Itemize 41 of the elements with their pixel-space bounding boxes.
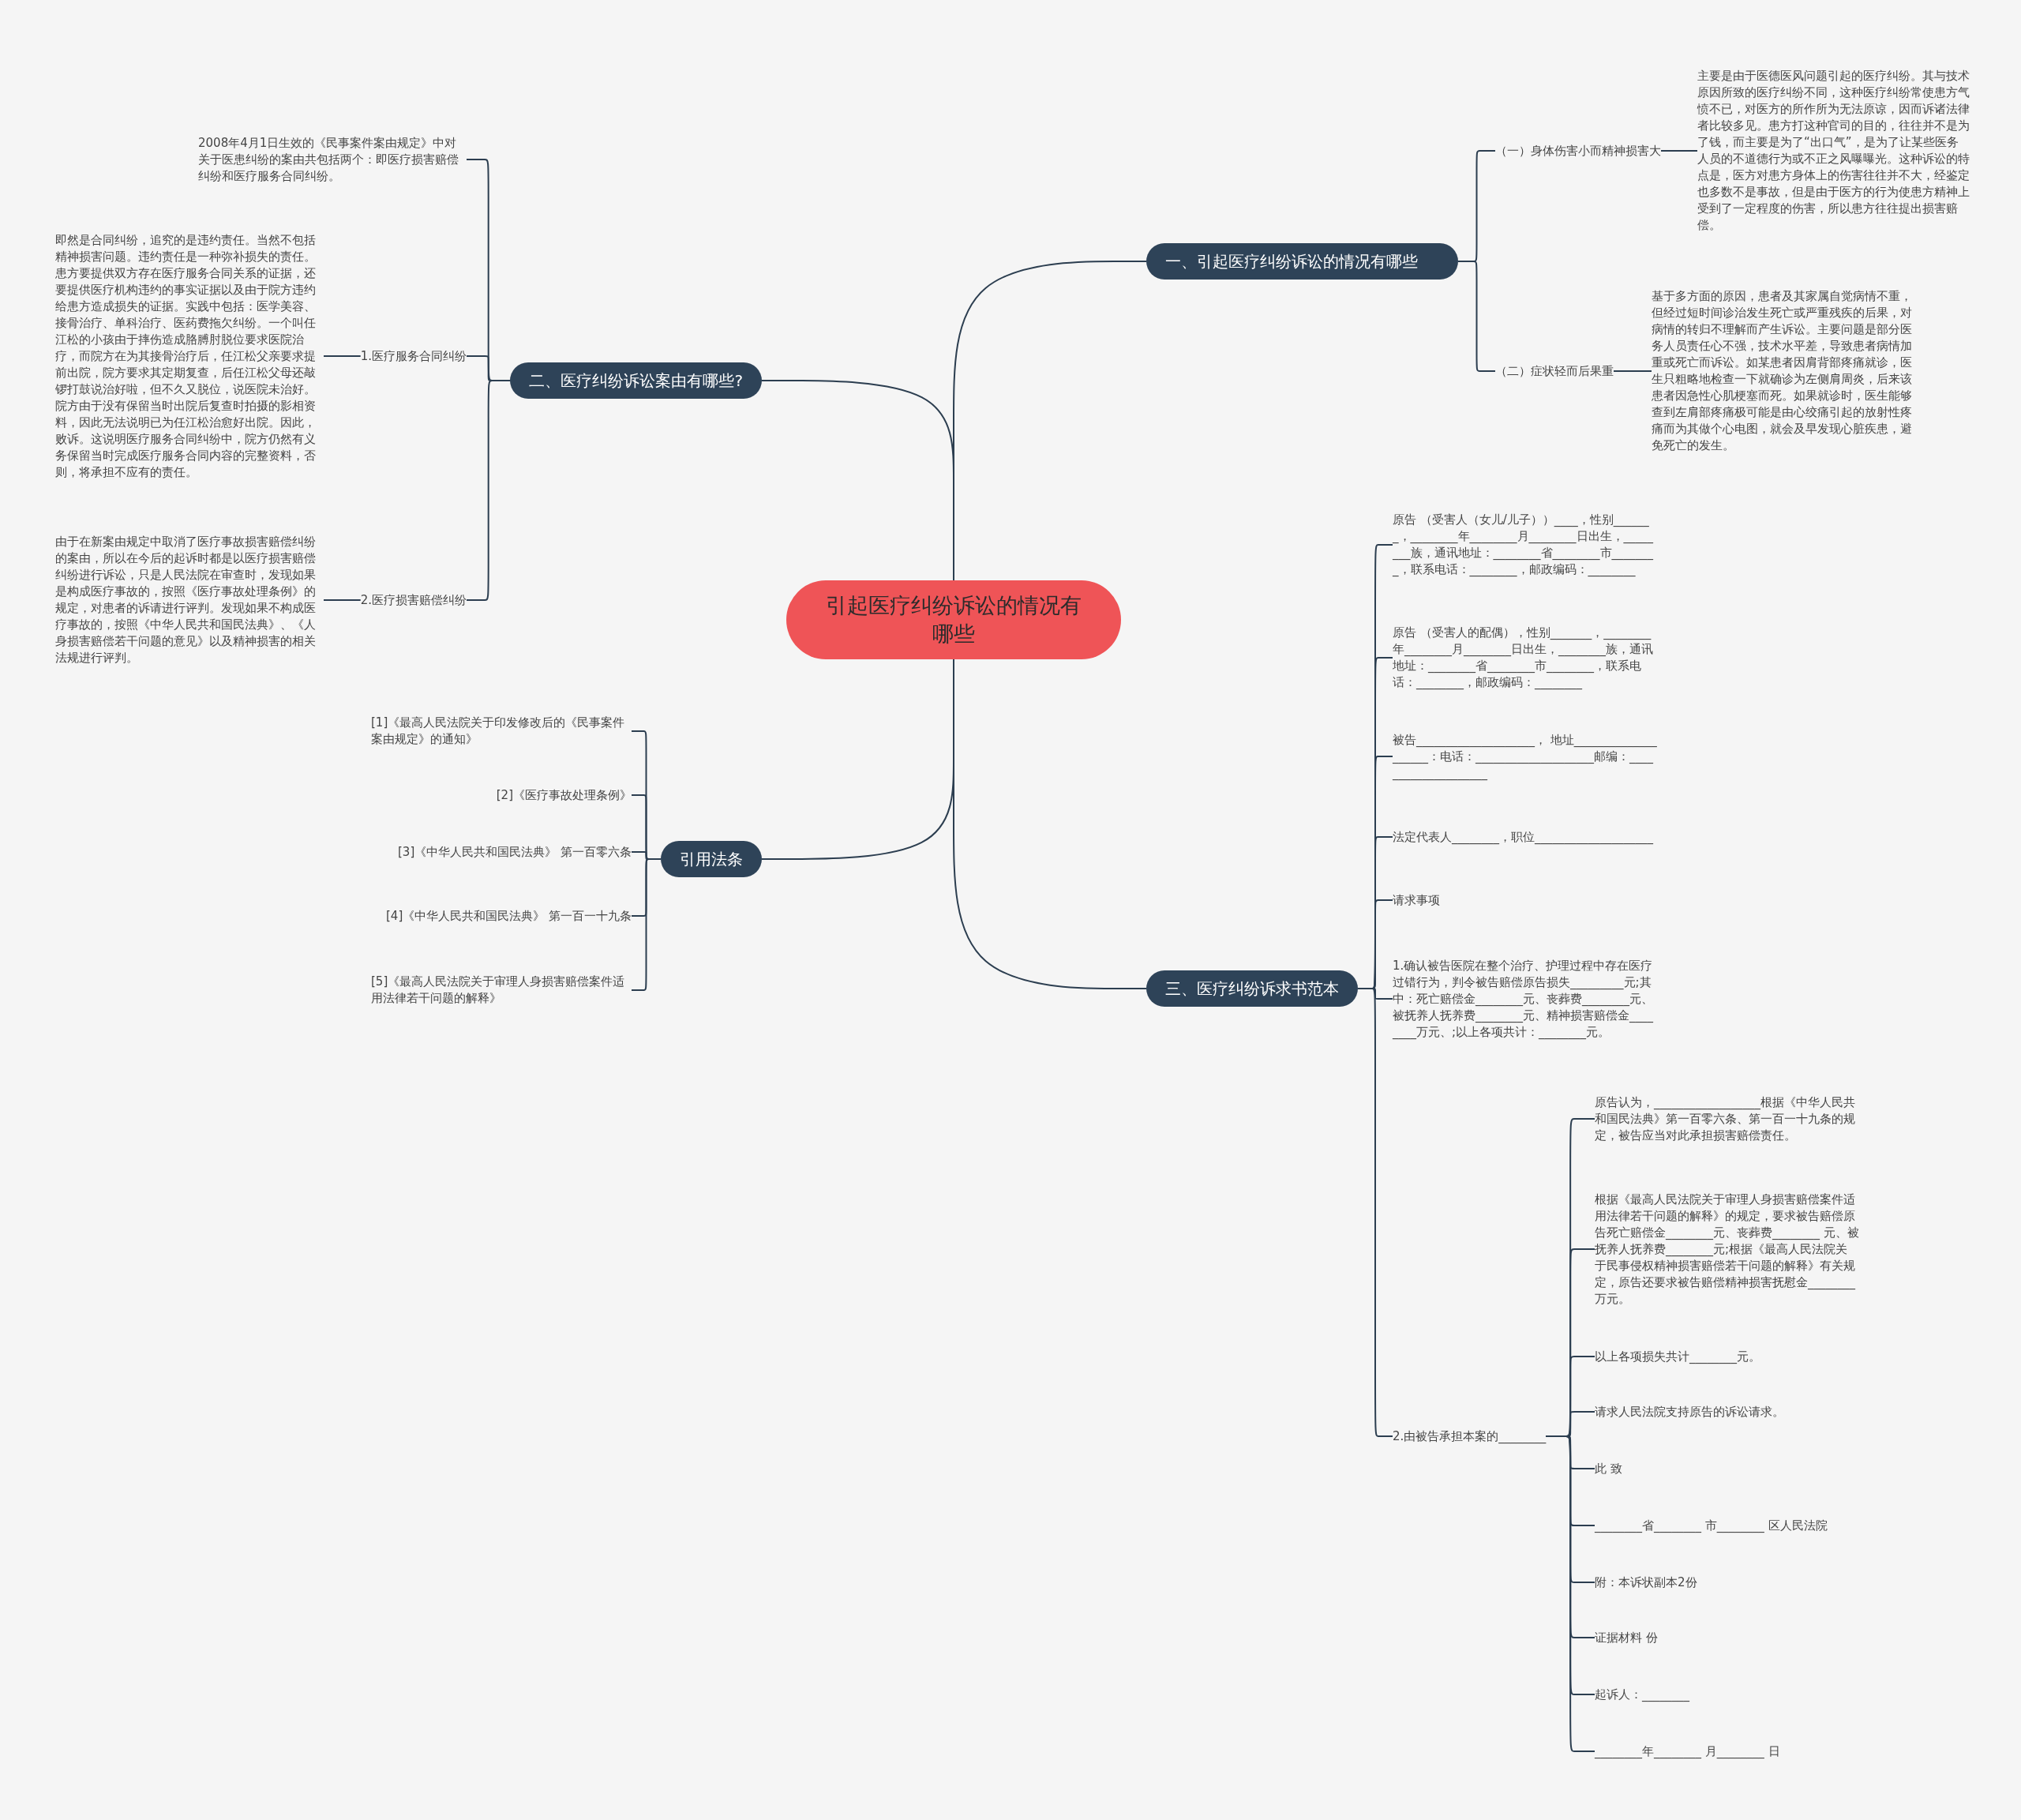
note-text: 基于多方面的原因，患者及其家属自觉病情不重，但经过短时间诊治发生死亡或严重残疾的后果，对病情的转归不理解而产生诉讼。主要问题是部分医务人员责任心不强，技术水平差，导致患者病情加重或死亡而诉讼。如某患者因肩背部疼痛就诊，医生只粗略地检查一下就确诊为左侧肩周炎，后来该患者因急性心肌梗塞而死。如果就诊时，医生能够查到左肩部疼痛极可能是由心绞痛引起的放射性疼痛而为其做个心电图，就会及早发现心脏疾患，避免死亡的发生。 [1652,288,1920,454]
connector-line [323,355,362,357]
form-text: 附：本诉状副本2份 [1595,1574,1859,1591]
form-text: 起诉人：________ [1595,1686,1859,1703]
reference-text: [3]《中华人民共和国民法典》 第一百零六条 [398,843,632,861]
connector-line [1457,261,1496,372]
connector-line [1660,150,1698,152]
subtopic-label: （二）症状轻而后果重 [1495,362,1614,380]
note-text: 主要是由于医德医风问题引起的医疗纠纷。其与技术原因所致的医疗纠纷不同，这种医疗纠纷常使患方气愤不已，对医方的所作所为无法原谅，因而诉诸法律者比较多见。患方打这种官司的目的，往往并不是为了钱，而主要是为了“出口气”，是为了让某些医务人员的不道德行为或不正之风曝曝光。这种诉讼的特点是，医方对患方身体上的伤害往往并不大，经鉴定也多数不是事故，但是由于医方的行为使患方精神上受到了一定程度的伤害，所以患方往往提出损害赔偿。 [1697,68,1970,234]
branch-topic: 引用法条 [661,841,762,877]
note-text: 由于在新案由规定中取消了医疗事故损害赔偿纠纷的案由，所以在今后的起诉时都是以医疗损害赔偿纠纷进行诉讼，只是人民法院在审查时，发现如果是构成医疗事故的，按照《医疗事故处理条例》的规定，对患者的诉请进行评判。发现如果不构成医疗事故的，按照《中华人民共和国民法典》、《人身损害赔偿若干问题的意见》以及精神损害的相关法规进行评判。 [55,534,324,666]
subtopic-label: 2.医疗损害赔偿纠纷 [360,591,467,609]
branch-topic: 一、引起医疗纠纷诉讼的情况有哪些 [1146,243,1458,280]
form-text: 原告 （受害人的配偶），性别_______，________年________月________日出生，________族，通讯地址：________省________市________，联系电话：________，邮政编码：________ [1393,625,1657,691]
form-text: 原告认为，__________________根据《中华人民共和国民法典》第一百零六条、第一百一十九条的规定，被告应当对此承担损害赔偿责任。 [1595,1094,1859,1144]
form-text: 此 致 [1595,1460,1859,1477]
reference-text: [1]《最高人民法院关于印发修改后的《民事案件案由规定》的通知》 [371,715,632,748]
central-topic: 引起医疗纠纷诉讼的情况有哪些 [786,580,1121,659]
branch-topic: 三、医疗纠纷诉求书范本 [1146,970,1358,1007]
note-text: 2008年4月1日生效的《民事案件案由规定》中对关于医患纠纷的案由共包括两个：即医疗损害赔偿纠纷和医疗服务合同纠纷。 [198,134,467,185]
note-text: 即然是合同纠纷，追究的是违约责任。当然不包括精神损害问题。违约责任是一种弥补损失的责任。患方要提供双方存在医疗服务合同关系的证据，还要提供医疗机构违约的事实证据以及由于院方违约给患方造成损失的证据。实践中包括：医学美容、接骨治疗、单科治疗、医药费拖欠纠纷。一个叫任江松的小孩由于摔伤造成胳膊肘脱位要求医院治疗，而院方在为其接骨治疗后，任江松父亲要求提前出院，院方要求其定期复查，后任江松父母还敲锣打鼓说治好啦，但不久又脱位，说医院未治好。院方由于没有保留当时出院后复查时拍摄的影相资料，因此无法说明已为任江松治愈好出院。因此，败诉。这说明医疗服务合同纠纷中，院方仍然有义务保留当时完成医疗服务合同内容的完整资料，否则，将承担不应有的责任。 [55,231,324,481]
reference-text: [2]《医疗事故处理条例》 [496,786,632,804]
connector-line [1613,370,1652,372]
form-text: 原告 （受害人（女儿/儿子））____，性别_______，________年________月________日出生，________族，通讯地址：________省________市________，联系电话：________，邮政编码：________ [1393,512,1657,578]
form-text: 1.确认被告医院在整个治疗、护理过程中存在医疗过错行为，判令被告赔偿原告损失_________元;其中：死亡赔偿金________元、丧葬费________元、被抚养人抚养费________元、精神损害赔偿金________万元、;以上各项共计：________元。 [1393,957,1657,1041]
form-text: ________年________ 月________ 日 [1595,1743,1859,1760]
reference-text: [4]《中华人民共和国民法典》 第一百一十九条 [386,907,632,925]
connector-line [323,599,362,601]
form-text: 证据材料 份 [1595,1629,1859,1646]
form-text: 请求事项 [1393,891,1657,909]
form-text: 法定代表人________，职位____________________ [1393,828,1657,846]
reference-text: [5]《最高人民法院关于审理人身损害赔偿案件适用法律若干问题的解释》 [371,974,632,1007]
form-text: 请求人民法院支持原告的诉讼请求。 [1595,1403,1859,1420]
subtopic-label: （一）身体伤害小而精神损害大 [1495,142,1661,159]
form-text: ________省________ 市________ 区人民法院 [1595,1517,1859,1534]
subtopic-label: 2.由被告承担本案的________ [1393,1428,1547,1445]
form-text: 以上各项损失共计________元。 [1595,1348,1859,1365]
form-text: 被告____________________， 地址____________________：电话：____________________邮编：____________________ [1393,731,1657,782]
branch-topic: 二、医疗纠纷诉讼案由有哪些? [510,362,762,399]
form-text: 根据《最高人民法院关于审理人身损害赔偿案件适用法律若干问题的解释》的规定，要求被告赔偿原告死亡赔偿金________元、丧葬费________ 元、被抚养人抚养费________元;根据《最高人民法院关于民事侵权精神损害赔偿若干问题的解释》有关规定，原告还要求被告赔偿精神损害抚慰金________万元。 [1595,1191,1859,1308]
subtopic-label: 1.医疗服务合同纠纷 [360,347,467,365]
